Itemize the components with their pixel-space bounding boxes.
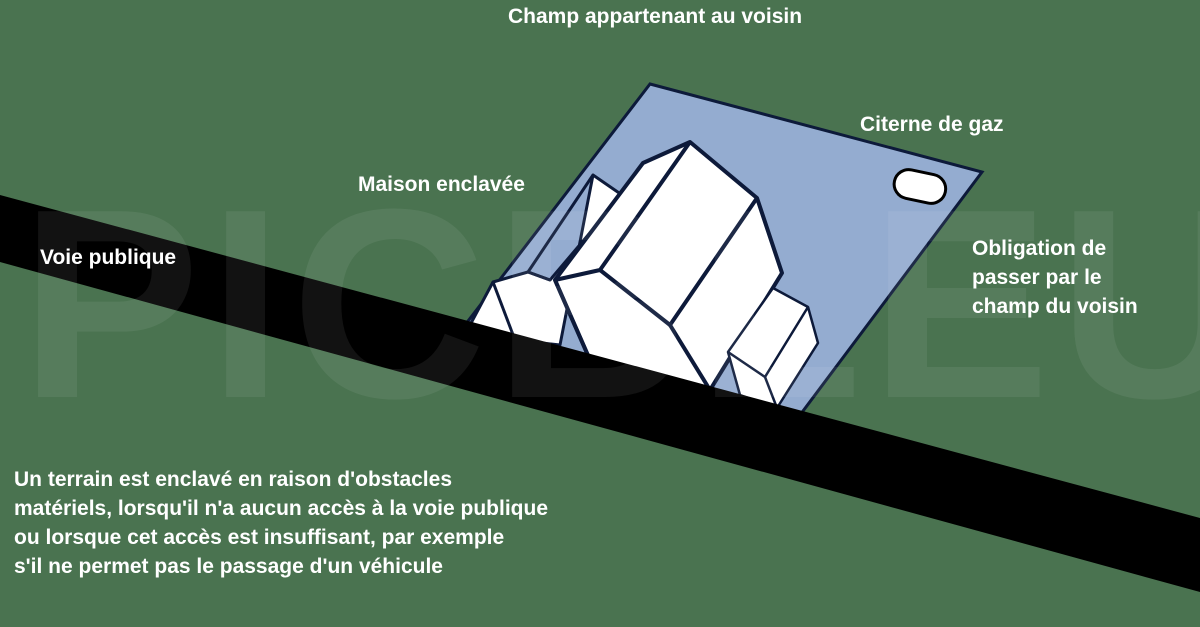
public-road-label: Voie publique (40, 246, 177, 269)
gas-tank-icon (892, 168, 948, 205)
public-road (0, 195, 1200, 592)
gas-tank-label: Citerne de gaz (860, 113, 1004, 136)
description-text: Un terrain est enclavé en raison d'obsta… (14, 468, 549, 578)
neighbor-field-label: Champ appartenant au voisin (508, 5, 803, 28)
watermark: PICBLEU (20, 154, 1200, 455)
house-label: Maison enclavée (358, 173, 525, 196)
house-small (726, 286, 820, 410)
house-main (553, 140, 784, 392)
obligation-label: Obligation de passer par le champ du voi… (972, 237, 1138, 318)
